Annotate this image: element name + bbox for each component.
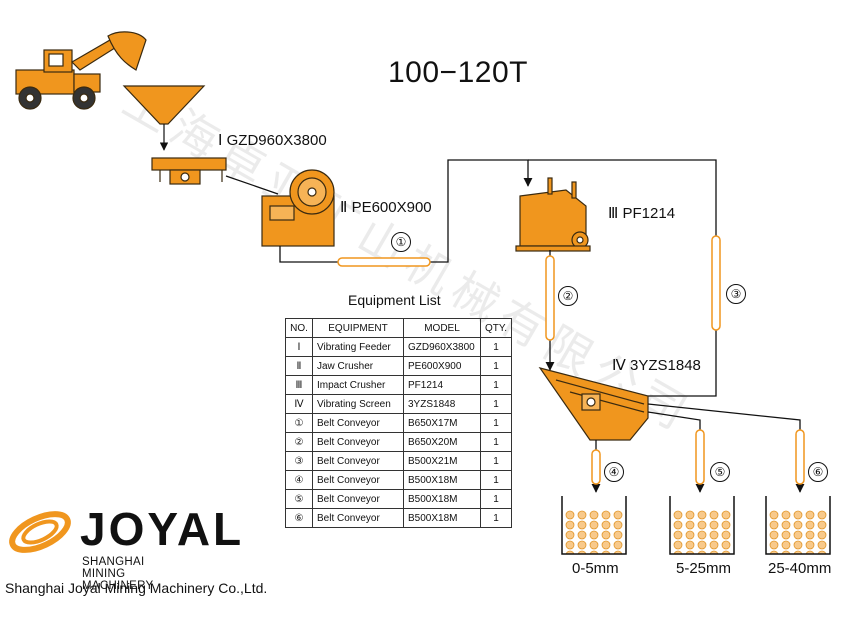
feed-hopper-icon <box>122 85 206 125</box>
cell-equipment: Belt Conveyor <box>312 432 404 452</box>
cell-equipment: Jaw Crusher <box>312 356 404 376</box>
product-size-1: 0-5mm <box>572 560 619 577</box>
stage-label-feeder: Ⅰ GZD960X3800 <box>218 131 327 149</box>
stage-roman: Ⅱ <box>340 199 348 216</box>
cell-no: ① <box>285 413 313 433</box>
stage-model: PE600X900 <box>351 199 432 216</box>
stage-roman: Ⅲ <box>608 205 619 222</box>
cell-no: Ⅱ <box>285 356 313 376</box>
stage-label-impact: Ⅲ PF1214 <box>608 204 675 222</box>
product-bin-3 <box>765 496 831 555</box>
cell-no: ④ <box>285 470 313 490</box>
conveyor-number-1: ① <box>391 232 411 252</box>
joyal-logo-icon <box>9 511 71 553</box>
cell-model: B500X18M <box>403 489 481 509</box>
belt-conveyor-6 <box>795 429 805 485</box>
cell-model: B650X20M <box>403 432 481 452</box>
cell-qty: 1 <box>479 432 513 452</box>
belt-conveyor-3 <box>711 235 721 331</box>
stage-label-screen: Ⅳ 3YZS1848 <box>612 356 701 374</box>
cell-qty: 1 <box>479 470 513 490</box>
cell-equipment: Belt Conveyor <box>312 508 404 528</box>
vibrating-screen-icon <box>538 367 649 441</box>
company-name: Shanghai Joyal Mining Machinery Co.,Ltd. <box>5 580 268 596</box>
cell-equipment: Belt Conveyor <box>312 489 404 509</box>
stage-model: PF1214 <box>622 205 676 222</box>
cell-equipment: Belt Conveyor <box>312 451 404 471</box>
column-header: EQUIPMENT <box>312 318 404 338</box>
cell-no: Ⅳ <box>285 394 313 414</box>
belt-conveyor-1 <box>337 257 431 267</box>
cell-model: B500X21M <box>403 451 481 471</box>
product-bin-1 <box>561 496 627 555</box>
page-title: 100−120T <box>388 56 528 89</box>
wheel-loader-icon <box>15 31 147 110</box>
stage-label-jaw: Ⅱ PE600X900 <box>340 198 432 216</box>
product-bin-2 <box>669 496 735 555</box>
stage-roman: Ⅳ <box>612 357 626 374</box>
product-size-2: 5-25mm <box>676 560 732 577</box>
cell-qty: 1 <box>479 508 513 528</box>
equipment-list-title: Equipment List <box>348 292 441 308</box>
cell-no: Ⅰ <box>285 337 313 357</box>
cell-qty: 1 <box>479 356 513 376</box>
logo-wordmark: JOYAL <box>80 503 245 555</box>
jaw-crusher-icon <box>261 169 335 247</box>
belt-conveyor-2 <box>545 255 555 341</box>
cell-equipment: Impact Crusher <box>312 375 404 395</box>
cell-equipment: Vibrating Feeder <box>312 337 404 357</box>
stage-model: GZD960X3800 <box>226 132 327 149</box>
cell-model: B500X18M <box>403 470 481 490</box>
column-header: QTY. <box>479 318 513 338</box>
stage-roman: Ⅰ <box>218 132 223 149</box>
cell-equipment: Belt Conveyor <box>312 470 404 490</box>
conveyor-number-4: ④ <box>604 462 624 482</box>
cell-model: GZD960X3800 <box>403 337 481 357</box>
column-header: MODEL <box>403 318 481 338</box>
product-size-3: 25-40mm <box>768 560 832 577</box>
cell-equipment: Vibrating Screen <box>312 394 404 414</box>
cell-qty: 1 <box>479 413 513 433</box>
belt-conveyor-4 <box>591 449 601 485</box>
cell-equipment: Belt Conveyor <box>312 413 404 433</box>
impact-crusher-icon <box>515 177 591 252</box>
vibrating-feeder-icon <box>151 157 227 185</box>
cell-model: PF1214 <box>403 375 481 395</box>
cell-qty: 1 <box>479 337 513 357</box>
cell-model: B650X17M <box>403 413 481 433</box>
cell-qty: 1 <box>479 375 513 395</box>
belt-conveyor-5 <box>695 429 705 485</box>
column-header: NO. <box>285 318 313 338</box>
cell-no: Ⅲ <box>285 375 313 395</box>
conveyor-number-2: ② <box>558 286 578 306</box>
cell-no: ⑤ <box>285 489 313 509</box>
cell-model: PE600X900 <box>403 356 481 376</box>
conveyor-number-6: ⑥ <box>808 462 828 482</box>
conveyor-number-3: ③ <box>726 284 746 304</box>
cell-no: ② <box>285 432 313 452</box>
table-header-row: NO. EQUIPMENT MODEL QTY. <box>285 318 513 338</box>
cell-qty: 1 <box>479 489 513 509</box>
cell-no: ③ <box>285 451 313 471</box>
cell-qty: 1 <box>479 394 513 414</box>
cell-no: ⑥ <box>285 508 313 528</box>
conveyor-number-5: ⑤ <box>710 462 730 482</box>
logo-subtitle: SHANGHAI MINING MACHINERY <box>82 556 154 592</box>
cell-model: B500X18M <box>403 508 481 528</box>
stage-model: 3YZS1848 <box>630 357 701 374</box>
cell-qty: 1 <box>479 451 513 471</box>
cell-model: 3YZS1848 <box>403 394 481 414</box>
